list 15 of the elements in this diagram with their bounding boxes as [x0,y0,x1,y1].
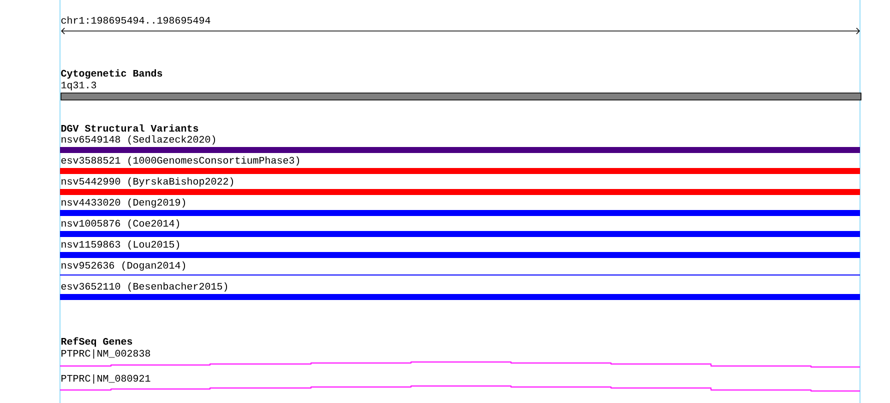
gene-label: PTPRC|NM_002838 [62,349,150,359]
band-label: 1q31.3 [61,82,96,90]
track-heading: Cytogenetic Bands [61,69,162,79]
coordinate-label: chr1:198695494..198695494 [61,16,210,24]
gene-label: PTPRC|NM_080921 [62,374,150,384]
variant-label: nsv5442990 (ByrskaBishop2022) [62,177,234,187]
variant-label: esv3588521 (1000GenomesConsortiumPhase3) [61,156,300,166]
variant-label: nsv1005876 (Coe2014) [62,219,180,229]
variant-label: nsv4433020 (Deng2019) [62,198,186,208]
variant-label: nsv952636 (Dogan2014) [62,261,186,271]
variant-label: nsv6549148 (Sedlazeck2020) [62,135,216,145]
track-heading: DGV Structural Variants [61,124,198,132]
variant-label: nsv1159863 (Lou2015) [62,240,180,250]
track-heading: RefSeq Genes [61,337,132,347]
variant-label: esv3652110 (Besenbacher2015) [61,282,228,292]
